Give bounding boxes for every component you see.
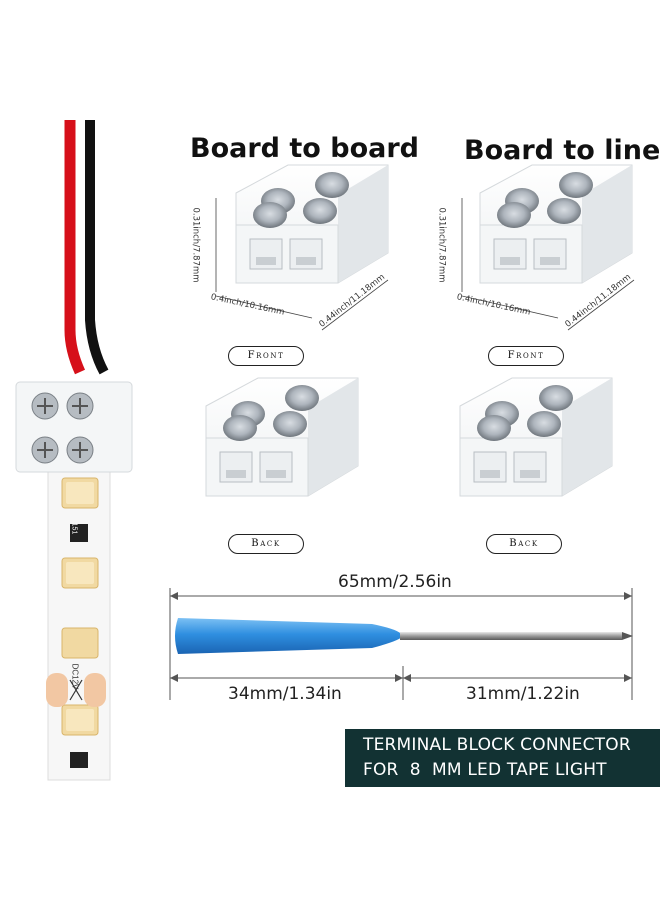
screwdriver [175,618,633,654]
heading-board-to-board: Board to board [190,133,419,164]
heading-board-to-line: Board to line [464,135,660,166]
resistor-label: 151 [70,522,78,535]
dimension-lines [215,198,635,331]
back-label-right: Back [486,534,562,554]
measurement-lines [169,588,633,700]
product-banner: TERMINAL BLOCK CONNECTOR FOR 8 MM LED TA… [345,729,660,787]
wires [64,120,109,375]
back-label-left: Back [228,534,304,554]
chip-label: DC12V [70,663,80,690]
front-label-left: Front [228,346,304,366]
strip-connector [15,381,133,473]
handle-length: 34mm/1.34in [228,684,342,704]
total-length: 65mm/2.56in [338,572,452,592]
banner-line-2: FOR 8 MM LED TAPE LIGHT [363,760,607,780]
height-dimension: 0.31inch/7.87mm [190,207,201,283]
height-dimension-right: 0.31inch/7.87mm [436,207,447,283]
shaft-length: 31mm/1.22in [466,684,580,704]
front-label-right: Front [488,346,564,366]
banner-line-1: TERMINAL BLOCK CONNECTOR [363,735,631,755]
led-strip [46,469,111,781]
